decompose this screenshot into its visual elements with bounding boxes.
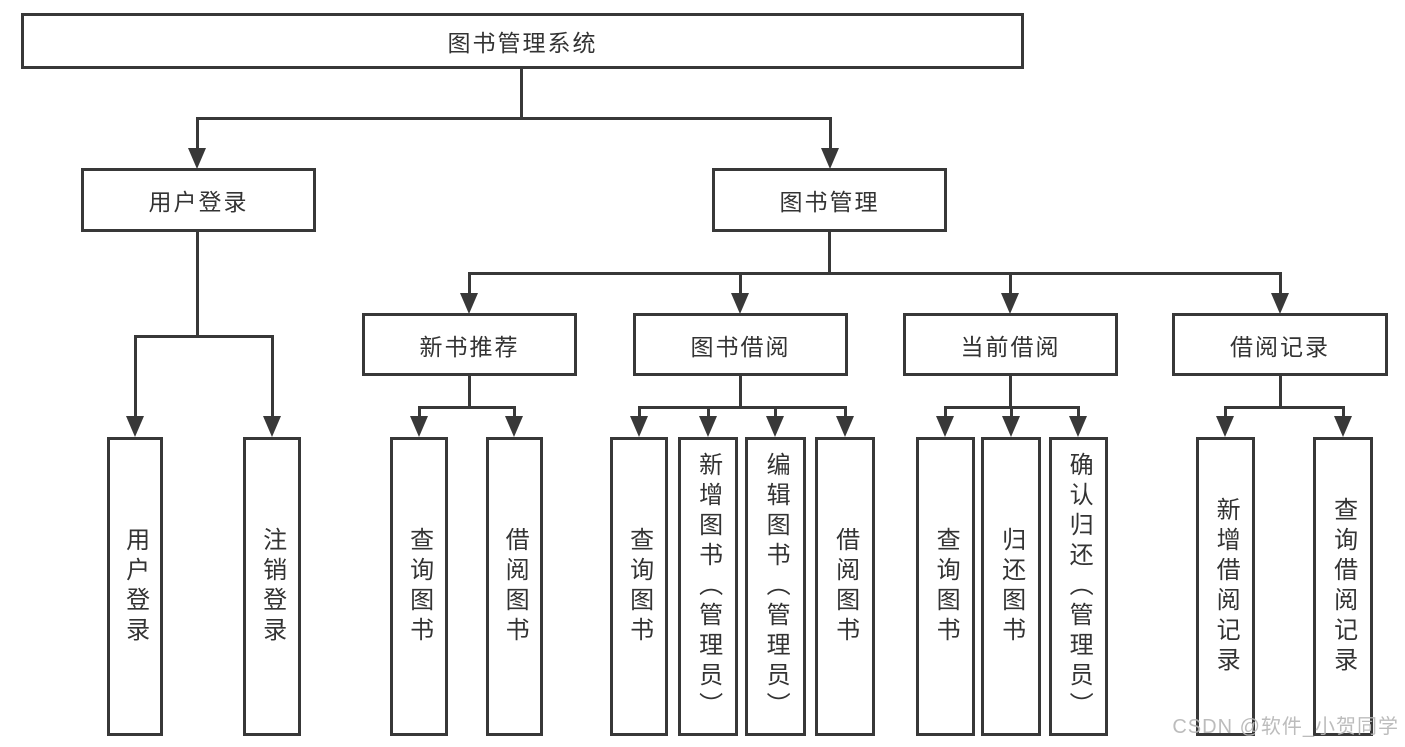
arrow-down-icon: [1069, 416, 1087, 437]
connector-drop: [418, 406, 421, 419]
connector-drop: [1279, 272, 1282, 297]
arrow-down-icon: [126, 416, 144, 437]
leaf-user-login: 用户登录: [107, 437, 163, 736]
arrow-down-icon: [1001, 293, 1019, 314]
arrow-down-icon: [1334, 416, 1352, 437]
connector-split: [638, 406, 847, 409]
arrow-down-icon: [836, 416, 854, 437]
connector-book-mgmt-drop: [829, 117, 832, 152]
node-book-management: 图书管理: [712, 168, 947, 232]
connector-drop: [944, 406, 947, 419]
leaf-edit-books-admin: 编辑图书（管理员）: [745, 437, 806, 736]
leaf-add-books-admin: 新增图书（管理员）: [678, 437, 738, 736]
arrow-down-icon: [936, 416, 954, 437]
connector-split-level3: [468, 272, 1282, 275]
connector-split-level2: [196, 117, 832, 120]
arrow-down-icon: [263, 416, 281, 437]
arrow-down-icon: [1271, 293, 1289, 314]
leaf-return-books: 归还图书: [981, 437, 1041, 736]
connector-drop: [774, 406, 777, 419]
leaf-borrow-books: 借阅图书: [815, 437, 875, 736]
leaf-query-books: 查询图书: [390, 437, 448, 736]
arrow-down-icon: [460, 293, 478, 314]
leaf-add-borrow-record: 新增借阅记录: [1196, 437, 1255, 736]
leaf-query-books: 查询图书: [916, 437, 975, 736]
arrow-down-icon: [731, 293, 749, 314]
node-new-book-recommendation: 新书推荐: [362, 313, 577, 376]
connector-drop: [1342, 406, 1345, 419]
connector-stem: [1279, 374, 1282, 408]
node-current-borrowing: 当前借阅: [903, 313, 1118, 376]
leaf-borrow-books: 借阅图书: [486, 437, 543, 736]
leaf-logout: 注销登录: [243, 437, 301, 736]
connector-split-user-login: [134, 335, 274, 338]
connector-drop: [638, 406, 641, 419]
connector-drop: [1224, 406, 1227, 419]
connector-drop: [468, 272, 471, 297]
node-borrowing-records: 借阅记录: [1172, 313, 1388, 376]
arrow-down-icon: [630, 416, 648, 437]
connector-book-mgmt-stem: [828, 230, 831, 274]
connector-drop: [1077, 406, 1080, 419]
node-book-borrowing: 图书借阅: [633, 313, 848, 376]
node-user-login: 用户登录: [81, 168, 316, 232]
connector-drop: [739, 272, 742, 297]
connector-split: [418, 406, 516, 409]
arrow-down-icon: [1002, 416, 1020, 437]
arrow-down-icon: [188, 148, 206, 169]
arrow-down-icon: [766, 416, 784, 437]
connector-user-login-stem: [196, 230, 199, 338]
arrow-down-icon: [699, 416, 717, 437]
connector-user-login-drop: [196, 117, 199, 152]
leaf-query-borrow-record: 查询借阅记录: [1313, 437, 1373, 736]
connector-drop: [134, 335, 137, 419]
leaf-query-books: 查询图书: [610, 437, 668, 736]
connector-drop: [513, 406, 516, 419]
arrow-down-icon: [821, 148, 839, 169]
connector-stem: [739, 374, 742, 408]
connector-drop: [844, 406, 847, 419]
connector-drop: [271, 335, 274, 419]
arrow-down-icon: [505, 416, 523, 437]
connector-stem: [468, 374, 471, 408]
connector-root-stem: [520, 68, 523, 119]
connector-stem: [1009, 374, 1012, 408]
arrow-down-icon: [410, 416, 428, 437]
connector-drop: [1009, 272, 1012, 297]
connector-drop: [1010, 406, 1013, 419]
connector-drop: [707, 406, 710, 419]
csdn-watermark: CSDN @软件_小贺同学: [1172, 716, 1399, 738]
leaf-confirm-return-admin: 确认归还（管理员）: [1049, 437, 1108, 736]
arrow-down-icon: [1216, 416, 1234, 437]
node-library-management-system: 图书管理系统: [21, 13, 1024, 69]
connector-split: [1224, 406, 1345, 409]
